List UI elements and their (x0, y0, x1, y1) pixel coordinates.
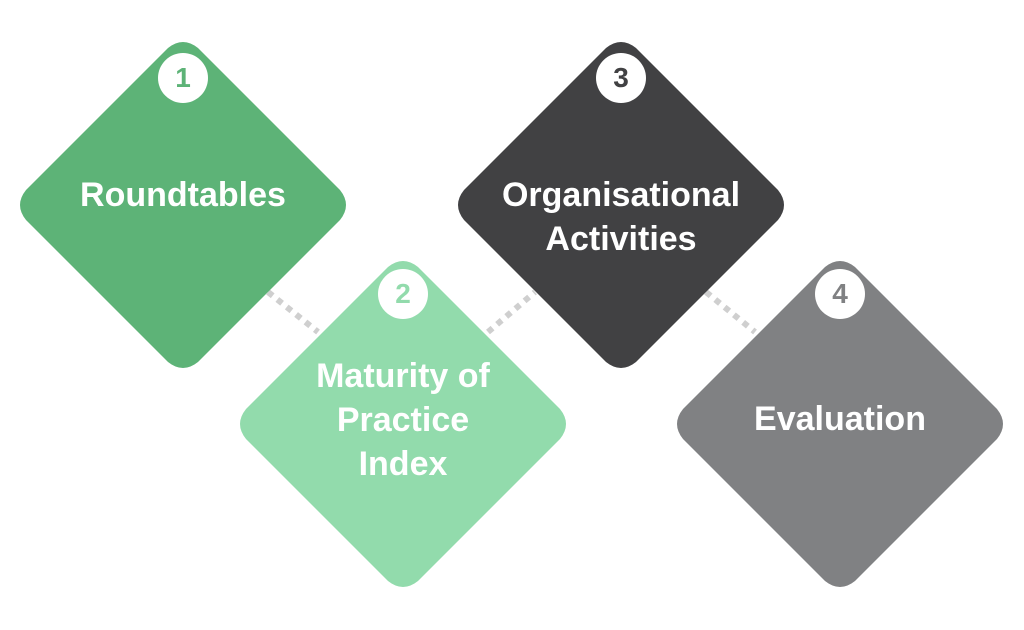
diamond-step-4 (677, 261, 1003, 587)
step-label-2: Maturity of Practice Index (316, 357, 490, 483)
step-number-badge-3: 3 (596, 53, 646, 103)
step-number-badge-2: 2 (378, 269, 428, 319)
step-label-1: Roundtables (80, 176, 286, 214)
connector-3-4 (704, 289, 757, 335)
step-label-4: Evaluation (754, 400, 926, 438)
connector-2-3 (486, 289, 537, 335)
connector-1-2 (266, 289, 320, 335)
step-number-badge-1: 1 (158, 53, 208, 103)
step-number-badge-4: 4 (815, 269, 865, 319)
diamond-step-1 (20, 42, 346, 368)
step-label-3: Organisational Activities (501, 176, 741, 258)
diamond-step-2 (240, 261, 566, 587)
diamond-step-3 (458, 42, 784, 368)
